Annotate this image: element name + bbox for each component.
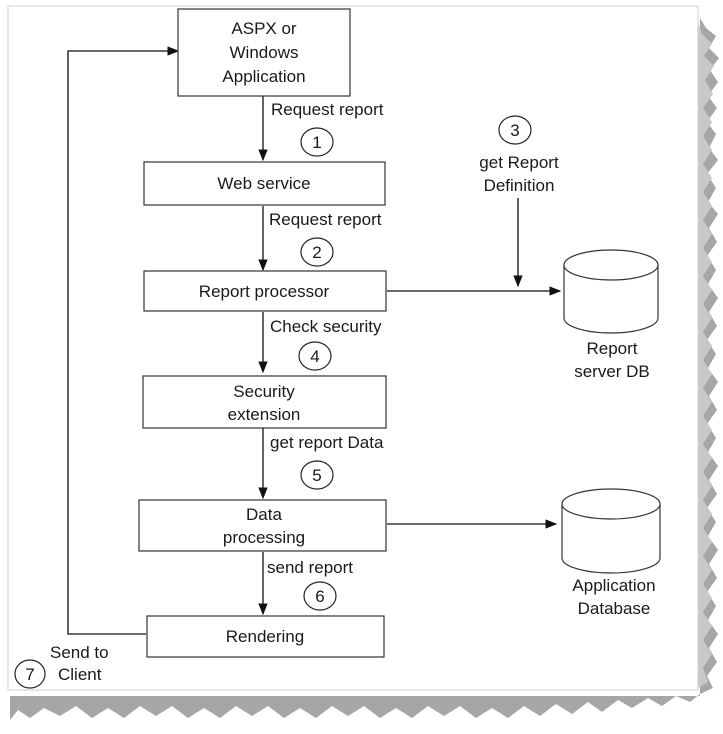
node-data-processing-line1: Data [246, 505, 282, 524]
edge-rendering-to-client [67, 46, 180, 635]
step-badge-1: 1 [300, 127, 334, 157]
node-security-extension-line1: Security [233, 382, 295, 401]
node-report-processor: Report processor [143, 270, 387, 312]
step-badge-3: 3 [498, 115, 532, 145]
node-aspx-application-line3: Application [222, 67, 305, 86]
node-report-server-db-line1: Report [586, 339, 637, 358]
node-aspx-application-line2: Windows [230, 43, 299, 62]
node-application-database-line2: Database [578, 599, 651, 618]
node-report-processor-label: Report processor [199, 282, 330, 301]
label-send-to-client-line1: Send to [50, 643, 109, 662]
label-request-report-2: Request report [269, 210, 382, 229]
node-web-service: Web service [143, 161, 386, 206]
label-get-report-definition-line1: get Report [479, 153, 559, 172]
step-badge-7: 7 [14, 659, 46, 689]
node-rendering: Rendering [146, 615, 385, 658]
node-data-processing-line2: processing [223, 528, 305, 547]
step-badge-3-number: 3 [510, 121, 519, 140]
node-report-server-db: Report server DB [563, 249, 659, 381]
node-web-service-label: Web service [217, 174, 310, 193]
step-badge-7-number: 7 [25, 665, 34, 684]
node-application-database: Application Database [561, 488, 661, 618]
label-get-report-data: get report Data [270, 433, 384, 452]
step-badge-5: 5 [300, 460, 334, 490]
step-badge-6-number: 6 [315, 587, 324, 606]
step-badge-4: 4 [298, 341, 332, 371]
step-badge-2-number: 2 [312, 243, 321, 262]
step-badge-5-number: 5 [312, 466, 321, 485]
label-check-security: Check security [270, 317, 382, 336]
node-rendering-label: Rendering [226, 627, 304, 646]
step-badge-2: 2 [300, 237, 334, 267]
node-data-processing: Data processing [138, 499, 387, 552]
node-security-extension-line2: extension [228, 405, 301, 424]
node-security-extension: Security extension [142, 375, 387, 429]
node-aspx-application: ASPX or Windows Application [177, 8, 351, 97]
label-get-report-definition-line2: Definition [484, 176, 555, 195]
label-send-to-client-line2: Client [58, 665, 102, 684]
node-application-database-line1: Application [572, 576, 655, 595]
label-send-report: send report [267, 558, 353, 577]
paper-sheet [7, 5, 699, 691]
node-report-server-db-line2: server DB [574, 362, 650, 381]
step-badge-4-number: 4 [310, 347, 319, 366]
step-badge-1-number: 1 [312, 133, 321, 152]
torn-paper-shadow [10, 18, 719, 720]
step-badge-6: 6 [303, 581, 337, 611]
node-aspx-application-line1: ASPX or [231, 19, 297, 38]
label-request-report-1: Request report [271, 100, 384, 119]
